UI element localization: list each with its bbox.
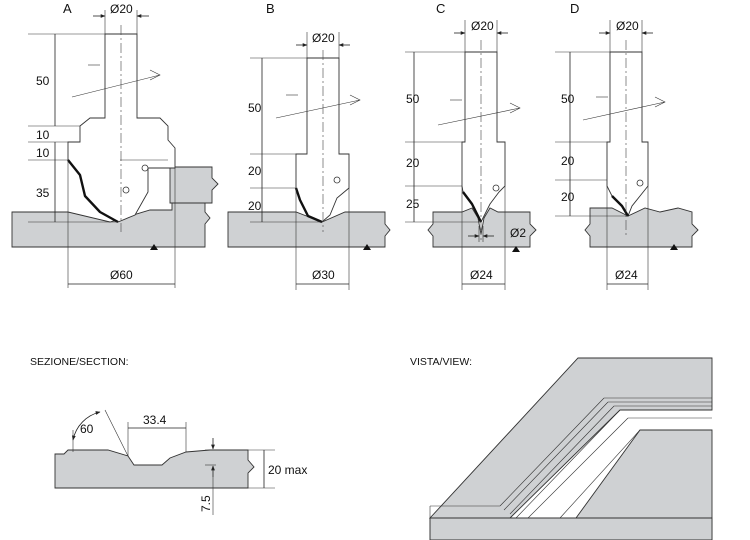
tool-a-dim-2: 10 — [36, 128, 50, 142]
tool-c-label: C — [436, 1, 445, 16]
tool-b-label: B — [266, 1, 275, 16]
tool-c: C Ø20 50 20 25 Ø2 Ø24 — [405, 1, 537, 290]
tool-c-dim-2: 20 — [406, 156, 420, 170]
section-profile — [54, 449, 255, 489]
view-panel: VISTA/VIEW: — [410, 356, 713, 540]
section-title: SEZIONE/SECTION: — [30, 356, 129, 368]
tool-a-label: A — [63, 1, 72, 16]
tool-c-tip-dia: Ø2 — [510, 226, 526, 240]
tool-a-cut-dia: Ø60 — [110, 268, 133, 282]
tool-d-shank-dia: Ø20 — [616, 19, 639, 33]
tool-a-cutter — [67, 33, 176, 223]
view-front-edge — [429, 517, 713, 540]
tool-c-cutter — [461, 51, 506, 224]
tool-d-dim-1: 50 — [561, 92, 575, 106]
tool-d-dim-3: 20 — [561, 190, 575, 204]
tool-a-shank-dia: Ø20 — [110, 2, 133, 16]
tool-b-cutter — [295, 57, 350, 223]
tool-b-dim-2: 20 — [248, 164, 262, 178]
tool-d-workpiece — [584, 207, 699, 248]
tool-c-dim-3: 25 — [406, 197, 420, 211]
tool-b-shank-dia: Ø20 — [312, 31, 335, 45]
tool-c-shank-dia: Ø20 — [471, 19, 494, 33]
tool-b-dim-3: 20 — [248, 199, 262, 213]
tool-d-label: D — [570, 1, 579, 16]
tool-c-dim-1: 50 — [406, 92, 420, 106]
tool-d: D Ø20 50 20 20 Ø24 — [555, 1, 699, 290]
tool-d-profile — [611, 195, 630, 217]
tool-d-dim-2: 20 — [561, 154, 575, 168]
tool-b-dim-1: 50 — [248, 101, 262, 115]
tool-a-profile — [67, 159, 119, 224]
tool-b-profile — [294, 187, 323, 224]
tool-d-cutter — [606, 51, 649, 218]
tool-b: B Ø20 50 20 20 Ø30 — [227, 1, 391, 290]
section-width: 33.4 — [143, 413, 167, 427]
tool-c-profile — [462, 191, 483, 223]
tool-a: A Ø20 50 10 10 35 Ø60 — [11, 1, 219, 288]
tool-b-cut-dia: Ø30 — [312, 268, 335, 282]
tool-a-dim-3: 10 — [36, 146, 50, 160]
tool-a-dim-4: 35 — [36, 186, 50, 200]
view-title: VISTA/VIEW: — [410, 356, 472, 368]
section-depth: 7.5 — [199, 495, 213, 512]
tool-a-dim-1: 50 — [36, 74, 50, 88]
section-angle: 60 — [80, 422, 94, 436]
tool-c-cut-dia: Ø24 — [470, 268, 493, 282]
tool-a-fence — [169, 166, 219, 204]
section-panel: SEZIONE/SECTION: 60 33.4 7.5 20 max — [30, 356, 307, 515]
section-thickness: 20 max — [268, 463, 307, 477]
tool-d-cut-dia: Ø24 — [615, 268, 638, 282]
